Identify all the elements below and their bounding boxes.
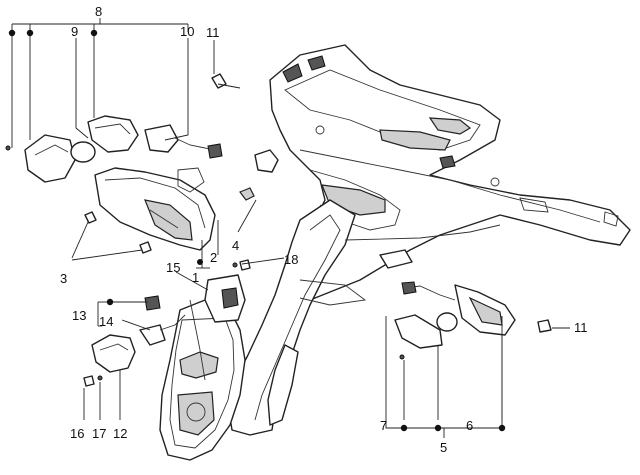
callout-7: 7 xyxy=(380,418,387,433)
callout-4: 4 xyxy=(232,238,239,253)
callout-18: 18 xyxy=(284,252,298,267)
turn-indicator-right xyxy=(394,281,516,349)
rear-mudguard-frame xyxy=(227,199,501,436)
callout-14: 14 xyxy=(99,314,113,329)
callout-labels: 8 9 10 11 3 2 1 4 18 15 13 14 16 17 12 7… xyxy=(60,4,588,455)
leader-lines xyxy=(11,18,570,438)
callout-dots xyxy=(8,29,506,432)
turn-indicator-upper-left xyxy=(24,115,223,183)
callout-2: 2 xyxy=(210,250,217,265)
callout-11-right: 11 xyxy=(574,320,588,335)
callout-5: 5 xyxy=(440,440,447,455)
callout-15: 15 xyxy=(166,260,180,275)
left-tail-light-assembly xyxy=(94,149,279,251)
callout-11-top: 11 xyxy=(206,25,220,40)
fasteners xyxy=(5,73,552,387)
callout-16: 16 xyxy=(70,426,84,441)
callout-17: 17 xyxy=(92,426,106,441)
license-plate-holder xyxy=(159,274,246,461)
callout-10: 10 xyxy=(180,24,194,39)
callout-13: 13 xyxy=(72,308,86,323)
callout-1: 1 xyxy=(192,270,199,285)
callout-12: 12 xyxy=(113,426,127,441)
callout-3: 3 xyxy=(60,271,67,286)
callout-9: 9 xyxy=(71,24,78,39)
callout-6: 6 xyxy=(466,418,473,433)
callout-8: 8 xyxy=(95,4,102,19)
turn-indicator-lower-left xyxy=(91,295,186,373)
